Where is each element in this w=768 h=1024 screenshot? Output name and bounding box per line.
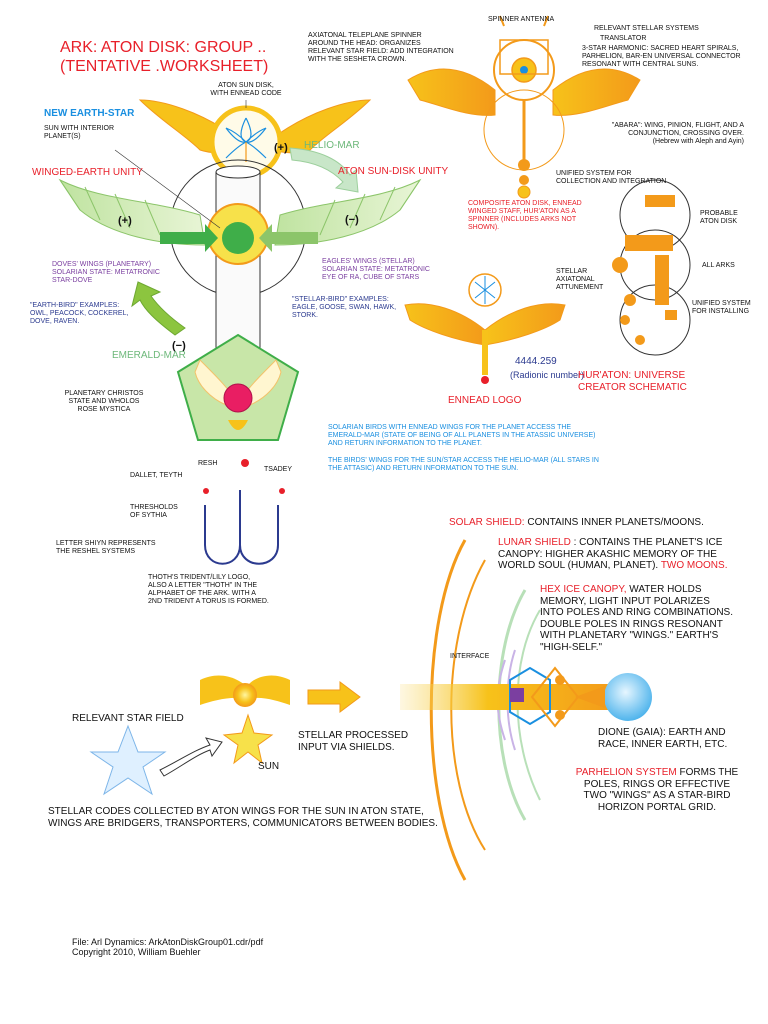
- spinner-group: [407, 15, 641, 199]
- hex-ice-canopy: [509, 666, 551, 726]
- lunar-shield-key: LUNAR SHIELD: [498, 537, 571, 548]
- plus-top-label: (+): [274, 142, 288, 154]
- relevant-star-field-label: RELEVANT STAR FIELD: [72, 713, 184, 724]
- resh-label: RESH: [198, 460, 218, 467]
- three-star-label: 3-STAR HARMONIC: SACRED HEART SPIRALS, P…: [582, 45, 741, 69]
- ennead-logo-label: ENNEAD LOGO: [448, 395, 522, 406]
- hex-text2: MEMORY, LIGHT INPUT POLARIZES INTO POLES…: [540, 595, 733, 653]
- resh-dot: [241, 459, 249, 467]
- unified-installing-label: UNIFIED SYSTEM FOR INSTALLING: [692, 300, 751, 316]
- plus-left-label: (+): [118, 215, 132, 227]
- huraton-label: HUR'ATON: UNIVERSE CREATOR SCHEMATIC: [578, 370, 687, 393]
- relevant-stellar-label: RELEVANT STELLAR SYSTEMS: [594, 25, 699, 32]
- minus-left-label: (−): [172, 340, 186, 352]
- dallet-dot: [203, 488, 209, 494]
- minus-right-label: (−): [345, 214, 359, 226]
- radionic-value: 4444.259: [515, 356, 557, 367]
- interface-label: INTERFACE: [450, 653, 490, 660]
- abara-label: "ABARA": WING, PINION, FLIGHT, AND A CON…: [611, 122, 744, 146]
- top-right-gold-wing: [269, 99, 372, 154]
- stellar-codes-note: STELLAR CODES COLLECTED BY ATON WINGS FO…: [48, 806, 438, 829]
- all-arks-label: ALL ARKS: [702, 262, 735, 269]
- helio-mar-label: HELIO-MAR: [304, 140, 360, 151]
- sun-star-burst: [222, 713, 274, 765]
- star-to-sun-arrow: [159, 737, 223, 777]
- central-pillar: [215, 171, 261, 363]
- stellar-bird-label: "STELLAR-BIRD" EXAMPLES: EAGLE, GOOSE, S…: [292, 296, 397, 320]
- eagles-wing-right: [274, 178, 422, 246]
- dione-planet: [604, 673, 652, 721]
- dallet-label: DALLET, TEYTH: [130, 472, 183, 479]
- letter-shiyn-label: LETTER SHIYN REPRESENTS THE RESHEL SYSTE…: [56, 540, 156, 556]
- winged-earth-label: WINGED-EARTH UNITY: [32, 167, 143, 178]
- planetary-christos-label: PLANETARY CHRISTOS STATE AND WHOLOS ROSE…: [64, 390, 144, 414]
- ennead-logo: [404, 273, 566, 384]
- tsadey-dot: [279, 488, 285, 494]
- composite-label: COMPOSITE ATON DISK, ENNEAD WINGED STAFF…: [468, 200, 582, 232]
- shields-group: [307, 539, 652, 881]
- two-moons-text: TWO MOONS.: [660, 560, 728, 571]
- unified-collection-label: UNIFIED SYSTEM FOR COLLECTION AND INTEGR…: [556, 170, 667, 186]
- tsadey-label: TSADEY: [264, 466, 293, 473]
- birds-wings-note: THE BIRDS' WINGS FOR THE SUN/STAR ACCESS…: [328, 457, 599, 473]
- solar-shield-key: SOLAR SHIELD:: [449, 517, 525, 528]
- translator-label: TRANSLATOR: [600, 35, 647, 42]
- relevant-star-field-icon: [89, 724, 167, 796]
- sun-interior-label: SUN WITH INTERIOR PLANET(S): [44, 125, 114, 141]
- ennead-left-wing: [404, 303, 486, 346]
- stellar-axiatonal-label: STELLAR AXIATONAL ATTUNEMENT: [556, 268, 604, 292]
- solar-shield-label: SOLAR SHIELD: CONTAINS INNER PLANETS/MOO…: [449, 517, 704, 529]
- dione-label: DIONE (GAIA): EARTH AND RACE, INNER EART…: [598, 727, 728, 750]
- solar-shield-text: CONTAINS INNER PLANETS/MOONS.: [524, 517, 704, 528]
- thoth-label: THOTH'S TRIDENT/LILY LOGO, ALSO A LETTER…: [148, 574, 269, 606]
- emerald-mar-arrow: [131, 281, 186, 336]
- spinner-left-wing: [407, 68, 496, 116]
- spinner-antenna-label: SPINNER ANTENNA: [488, 16, 555, 23]
- small-sun-group: [200, 675, 290, 765]
- hex-key: HEX ICE CANOPY,: [540, 584, 627, 595]
- green-arrow-left-in: [160, 224, 218, 252]
- eagles-wings-label: EAGLES' WINGS (STELLAR) SOLARIAN STATE: …: [322, 258, 430, 282]
- probable-aton-label: PROBABLE ATON DISK: [700, 210, 738, 226]
- doves-wings-label: DOVES' WINGS (PLANETARY) SOLARIAN STATE:…: [52, 261, 160, 285]
- aton-sun-disk-unity-label: ATON SUN-DISK UNITY: [338, 166, 449, 177]
- radionic-label: (Radionic number): [510, 370, 585, 380]
- solarian-birds-note: SOLARIAN BIRDS WITH ENNEAD WINGS FOR THE…: [328, 424, 596, 448]
- footer-credit: File: Arl Dynamics: ArkAtonDiskGroup01.c…: [72, 937, 264, 958]
- leader-lines: [114, 100, 247, 229]
- lunar-shield-label: LUNAR SHIELD : CONTAINS THE PLANET'S ICE…: [498, 537, 738, 572]
- doves-wing-left: [58, 178, 206, 246]
- ennead-right-wing: [484, 303, 566, 346]
- earth-bird-label: "EARTH-BIRD" EXAMPLES: OWL, PEACOCK, COC…: [30, 302, 129, 326]
- emerald-mar-label: EMERALD-MAR: [112, 350, 186, 361]
- new-earth-star-label: NEW EARTH-STAR: [44, 108, 135, 119]
- ennead-code-flower: [225, 117, 267, 162]
- thoth-trident: [204, 490, 279, 565]
- lunar-shield-text2: CANOPY: HIGHER AKASHIC MEMORY OF THE WOR…: [498, 548, 717, 572]
- aton-disk-group: [58, 99, 422, 441]
- axiatonal-label: AXIATONAL TELEPLANE SPINNER AROUND THE H…: [308, 32, 454, 64]
- parhelion-text1: FORMS THE: [676, 767, 739, 778]
- aton-sun-disk-label: ATON SUN DISK, WITH ENNEAD CODE: [210, 82, 282, 98]
- thresholds-label: THRESHOLDS OF SYTHIA: [130, 504, 178, 520]
- parhelion-key: PARHELION SYSTEM: [575, 767, 677, 778]
- hex-text1: WATER HOLDS: [626, 584, 702, 595]
- helio-mar-arrow: [289, 147, 359, 193]
- lunar-shield-text1: : CONTAINS THE PLANET'S ICE: [570, 537, 723, 548]
- page-title: ARK: ATON DISK: GROUP .. (TENTATIVE .WOR…: [60, 39, 269, 76]
- stellar-processed-label: STELLAR PROCESSED INPUT VIA SHIELDS.: [298, 730, 409, 753]
- rose-mystica: [223, 383, 253, 413]
- sun-label: SUN: [258, 761, 280, 772]
- inner-green-planet: [222, 222, 254, 254]
- huraton-schematic: [612, 179, 691, 356]
- green-arrow-right-in: [259, 224, 318, 252]
- stellar-input-arrow: [307, 681, 361, 713]
- spinner-right-wing: [552, 68, 641, 116]
- parhelion-text2: POLES, RINGS OR EFFECTIVE TWO "WINGS" AS…: [583, 778, 731, 813]
